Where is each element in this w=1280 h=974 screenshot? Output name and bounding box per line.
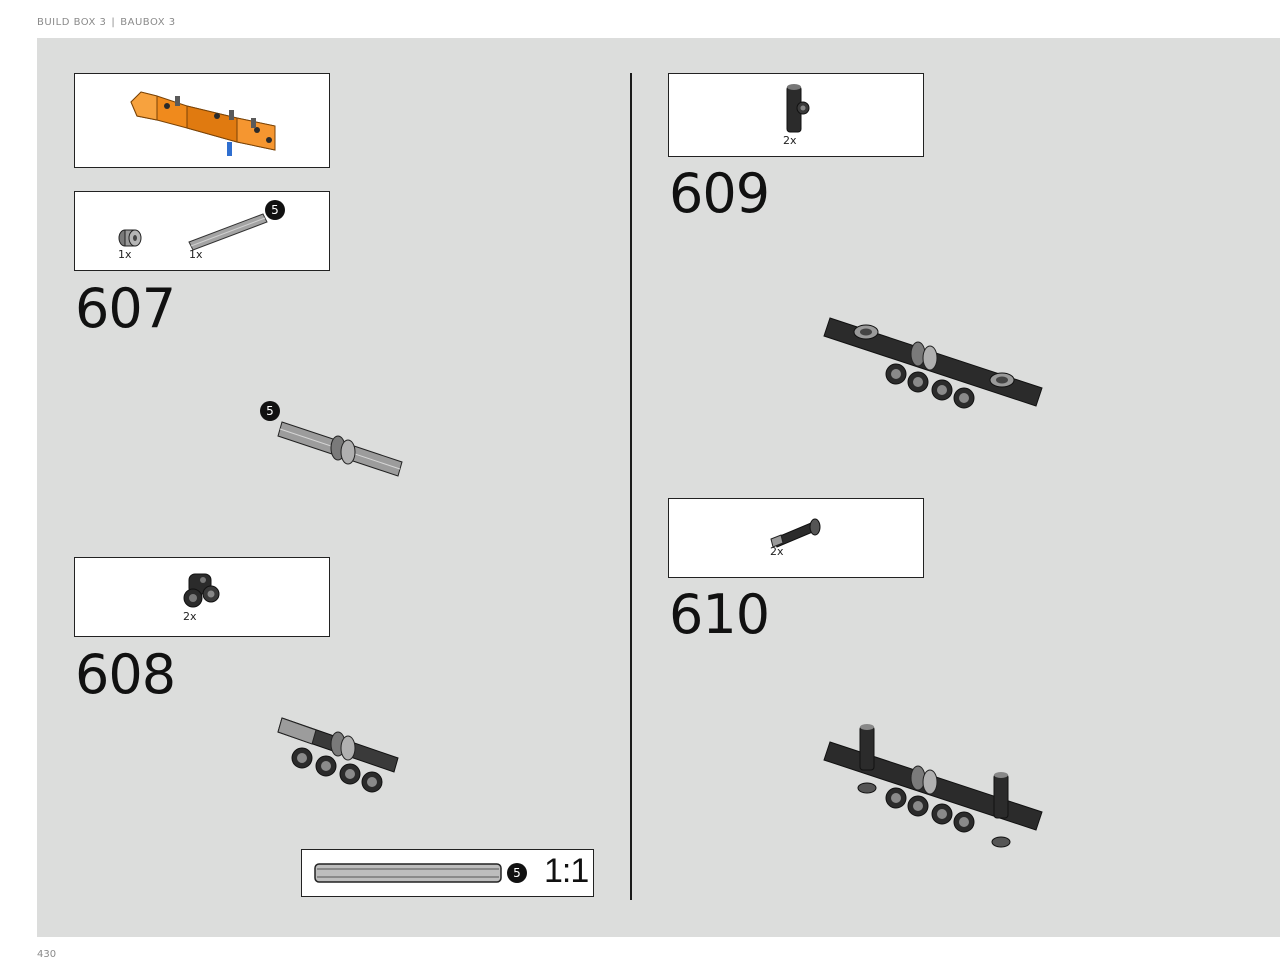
axle-scale-box: 5 1:1	[301, 849, 594, 897]
header-right: BAUBOX 3	[120, 17, 176, 28]
axle-pin-part-icon	[770, 518, 821, 548]
step-number-610: 610	[669, 583, 770, 646]
part-qty-pin: 2x	[783, 134, 797, 147]
bush-part-icon	[118, 229, 142, 247]
instruction-sheet	[37, 38, 1280, 937]
pin-part-icon	[786, 84, 810, 133]
step-607-parts-box: 1x 1x 5	[74, 191, 330, 271]
part-qty-cross-block: 2x	[183, 610, 197, 623]
part-qty-bush: 1x	[118, 248, 132, 261]
step-607-axle-badge: 5	[260, 401, 280, 421]
scale-label: 1:1	[544, 852, 589, 890]
page-header: BUILD BOX 3 | BAUBOX 3	[37, 17, 176, 28]
step-609-assembly-image	[823, 317, 1043, 409]
axle-length-badge: 5	[265, 200, 285, 220]
header-separator: |	[111, 17, 116, 28]
step-609-parts-box: 2x	[668, 73, 924, 157]
step-number-609: 609	[669, 162, 770, 225]
step-number-607: 607	[75, 277, 176, 340]
part-qty-axle: 1x	[189, 248, 203, 261]
cross-block-part-icon	[183, 573, 220, 608]
axle-part-icon	[188, 213, 268, 251]
header-left: BUILD BOX 3	[37, 17, 107, 28]
part-qty-axle-pin: 2x	[770, 545, 784, 558]
page-number: 430	[37, 949, 57, 960]
step-610-parts-box: 2x	[668, 498, 924, 578]
step-608-parts-box: 2x	[74, 557, 330, 637]
axle-cross-block-assembly-image	[277, 717, 399, 793]
orange-beam-assembly-image	[130, 91, 276, 156]
step-610-assembly-image	[823, 724, 1043, 848]
axle-1to1-length-guide	[314, 863, 502, 883]
column-divider	[630, 73, 632, 900]
step-number-608: 608	[75, 643, 176, 706]
scale-length-badge: 5	[507, 863, 527, 883]
subassembly-preview-box	[74, 73, 330, 168]
axle-with-bush-assembly-image	[277, 421, 403, 477]
